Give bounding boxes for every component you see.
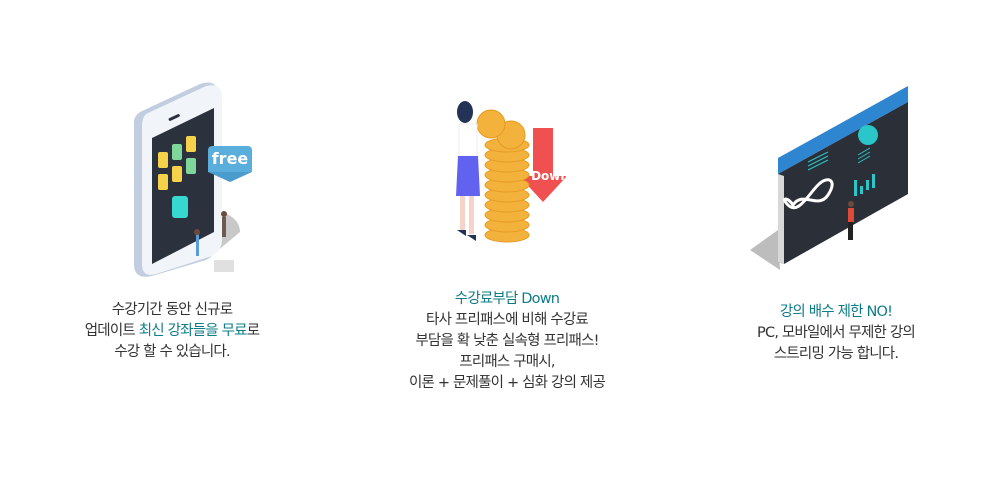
desc-line: 프리패스 구매시, [459,354,555,370]
feature-title: 강의 배수 제한 NO! [779,304,893,320]
desc-line: 타사 프리패스에 비해 수강료 [426,312,589,328]
coins-woman-illustration [456,101,567,243]
desc-line: 부담을 확 낮춘 실속형 프리패스! [415,333,599,349]
desc-line: 이론 + 문제풀이 + 심화 강의 제공 [408,375,606,391]
phone-illustration [134,82,240,277]
feature-description: 수강료부담 Down 타사 프리패스에 비해 수강료 부담을 확 낮춘 실속형 … [357,289,657,394]
text: 수강 할 수 있습니다. [114,344,230,360]
desc-line: 스트리밍 가능 합니다. [773,346,899,362]
highlight-text: 최신 강좌들을 무료 [138,323,248,339]
feature-description: 강의 배수 제한 NO! PC, 모바일에서 무제한 강의 스트리밍 가능 합니… [686,302,986,365]
text: 로 [246,323,260,339]
desc-line: 수강기간 동안 신규로 [22,300,322,321]
down-label: Down [531,169,569,183]
desc-line: 수강 할 수 있습니다. [22,342,322,363]
desc-line: 업데이트 최신 강좌들을 무료로 [22,321,322,342]
text: 수강기간 동안 신규로 [111,302,233,318]
feature-description: 수강기간 동안 신규로 업데이트 최신 강좌들을 무료로 수강 할 수 있습니다… [22,300,322,363]
feature-title: 수강료부담 Down [454,291,560,307]
free-badge-tail [208,172,252,182]
text: 업데이트 [84,323,139,339]
desc-line: PC, 모바일에서 무제한 강의 [757,325,916,341]
monitor-illustration [750,86,908,270]
free-badge: free [208,146,252,172]
